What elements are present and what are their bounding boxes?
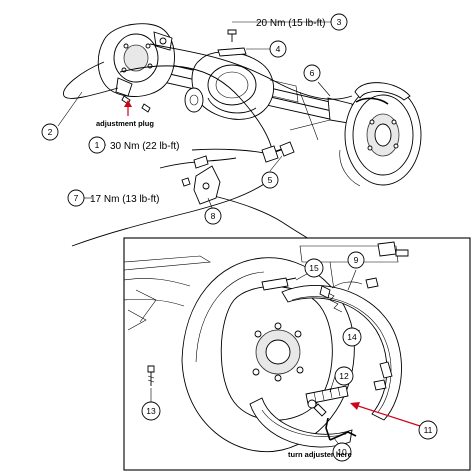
svg-text:13: 13: [146, 406, 156, 416]
adjustment-plug-label: adjustment plug: [96, 119, 154, 128]
callout-1: 1: [88, 136, 106, 154]
rear-axle: [149, 51, 355, 141]
callout-11: 11: [418, 420, 438, 440]
svg-text:2: 2: [48, 127, 53, 137]
svg-text:4: 4: [276, 44, 281, 54]
left-hub-assembly: [97, 23, 175, 97]
callout-4: 4: [269, 40, 287, 58]
callout-7: 7: [67, 189, 85, 207]
leader-lines: [57, 21, 361, 447]
svg-text:10: 10: [337, 447, 347, 457]
svg-text:12: 12: [339, 371, 349, 381]
svg-text:9: 9: [354, 255, 359, 265]
callout-12: 12: [334, 366, 354, 386]
callout-14: 14: [342, 327, 362, 347]
svg-text:1: 1: [95, 140, 100, 150]
equalizer-bracket: [181, 155, 221, 205]
callout-15: 15: [304, 258, 324, 278]
fasteners-upper: [121, 29, 237, 113]
parking-brake-cables: [63, 43, 353, 253]
svg-text:5: 5: [268, 175, 273, 185]
callout-3: 3: [330, 13, 348, 31]
callout-6: 6: [303, 64, 321, 82]
adjustment-plug-arrow: [124, 100, 132, 116]
callout-2: 2: [41, 123, 59, 141]
torque-spec-7: 17 Nm (13 lb-ft): [90, 194, 159, 205]
torque-spec-1: 30 Nm (22 lb-ft): [110, 141, 179, 152]
svg-text:15: 15: [309, 263, 319, 273]
svg-text:3: 3: [337, 17, 342, 27]
callout-10: 10: [332, 442, 352, 462]
detail-inset: [123, 237, 471, 471]
svg-text:7: 7: [74, 193, 79, 203]
callout-5: 5: [261, 171, 279, 189]
callout-8: 8: [204, 207, 222, 225]
svg-text:14: 14: [347, 332, 357, 342]
torque-spec-3: 20 Nm (15 lb-ft): [256, 18, 325, 29]
svg-text:8: 8: [211, 211, 216, 221]
callout-13: 13: [141, 401, 161, 421]
turn-adjuster-arrow: [350, 402, 421, 427]
turn-adjuster-label: turn adjuster here: [288, 450, 352, 459]
callout-9: 9: [347, 251, 365, 269]
svg-text:6: 6: [310, 68, 315, 78]
right-brake-rotor: [339, 82, 422, 187]
svg-text:11: 11: [424, 425, 433, 435]
